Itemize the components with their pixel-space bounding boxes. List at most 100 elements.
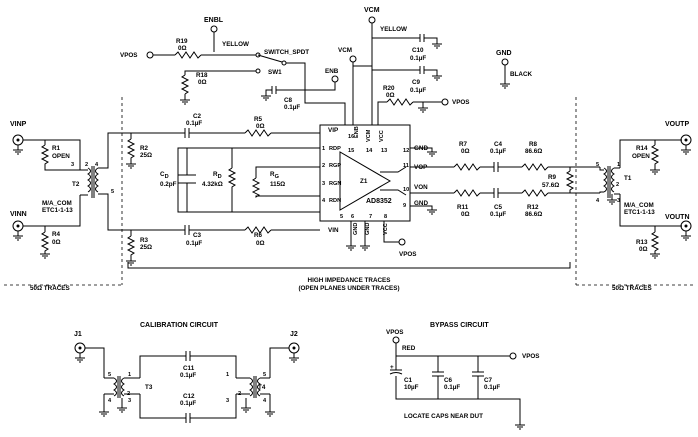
c4-label: C4 [494, 141, 503, 148]
svg-text:10: 10 [403, 187, 409, 193]
c8-ground [261, 89, 272, 101]
bypass-vpos-output-label: VPOS [522, 353, 540, 360]
c5-capacitor [493, 188, 499, 198]
enable-control-section: ENBL YELLOW VPOS R19 0Ω SWITCH_SPDT SW1 … [120, 17, 346, 125]
c1-value: 10µF [404, 384, 419, 391]
c9-value: 0.1µF [410, 87, 426, 94]
r11-resistor [453, 189, 481, 197]
rg-value: 115Ω [270, 181, 285, 188]
vpos-supply-label-1: VPOS [120, 52, 138, 59]
svg-text:1: 1 [322, 146, 325, 152]
bypass-vpos-test-point [392, 336, 400, 344]
switch-spdt-label: SWITCH_SPDT [264, 49, 309, 56]
z1-label: Z1 [360, 178, 368, 185]
t2-manufacturer: M/A_COM [42, 200, 72, 207]
c10-ground [424, 37, 442, 49]
vpos-connector-2 [441, 98, 449, 106]
r5-label: R5 [254, 116, 263, 123]
t4-transformer: 1 3 2 5 4 T4 [226, 372, 270, 413]
svg-text:11: 11 [403, 163, 409, 169]
svg-text:13: 13 [381, 148, 387, 154]
r18-ground [180, 94, 190, 105]
t2-part-number: ETC1-1-13 [42, 207, 73, 214]
t2-label: T2 [72, 181, 80, 188]
ic-name: AD8352 [366, 198, 392, 205]
c4-value: 0.1µF [490, 148, 506, 155]
r18-value: 0Ω [198, 79, 207, 86]
c9-label: C9 [412, 79, 421, 86]
svg-text:5: 5 [263, 372, 266, 378]
rd-label: RD [213, 171, 222, 180]
r20-value: 0Ω [386, 92, 395, 99]
pin-von-label: VON [414, 184, 428, 191]
svg-text:3: 3 [226, 398, 229, 404]
t2-transformer: 3 2 4 5 T2 M/A_COM ETC1-1-13 [42, 132, 115, 231]
svg-text:5: 5 [340, 214, 343, 220]
svg-text:3: 3 [71, 162, 74, 168]
output-network-section: R7 0Ω R11 0Ω C4 0.1µF C5 0.1µF R8 86.6Ω … [410, 97, 694, 292]
pin-rdp-label: RDP [329, 146, 341, 152]
svg-text:16: 16 [348, 134, 354, 140]
t1-manufacturer: M/A_COM [624, 202, 654, 209]
pin-vcc-label: VCC [379, 130, 385, 142]
rg-resistor [251, 177, 320, 198]
pin-enb-label: ENB [354, 126, 360, 138]
r14-value: OPEN [632, 153, 650, 160]
r19-value: 0Ω [178, 45, 187, 52]
vcm-yellow-label: YELLOW [380, 26, 407, 33]
bypass-vpos-output-connector [509, 352, 517, 360]
input-network-section: VINP R1 OPEN VINN R4 0Ω 3 2 4 5 T2 M/A_C… [4, 97, 320, 292]
t1-part-number: ETC1-1-13 [624, 209, 655, 216]
r13-value: 0Ω [639, 246, 648, 253]
r7-resistor [453, 163, 481, 171]
svg-text:+: + [390, 364, 394, 371]
r18-resistor [180, 74, 190, 95]
svg-text:3: 3 [128, 398, 131, 404]
gnd-connector-label: GND [496, 50, 512, 57]
bypass-circuit: BYPASS CIRCUIT VPOS RED + C1 10µF C6 0.1… [386, 322, 540, 430]
r1-value: OPEN [52, 153, 70, 160]
black-label: BLACK [510, 71, 532, 78]
svg-text:1: 1 [226, 372, 229, 378]
svg-text:4: 4 [95, 162, 99, 168]
sw1-label: SW1 [268, 69, 282, 76]
r5-value: 0Ω [256, 123, 265, 130]
c11-value: 0.1µF [180, 372, 196, 379]
r6-label: R6 [254, 232, 263, 239]
c6-value: 0.1µF [444, 384, 460, 391]
r8-label: R8 [529, 141, 538, 148]
c10-label: C10 [412, 47, 424, 54]
r3-value: 25Ω [140, 244, 152, 251]
pin-rgp-label: RGP [329, 163, 341, 169]
r1-label: R1 [52, 145, 61, 152]
pin-vcm-label: VCM [366, 129, 372, 142]
r20-ground [418, 102, 428, 113]
c2-value: 0.1µF [186, 120, 202, 127]
open-planes-label: (OPEN PLANES UNDER TRACES) [298, 285, 399, 292]
vcm-connector-label: VCM [338, 47, 352, 54]
pin-vip-label: VIP [328, 127, 338, 134]
vcm-section: VCM YELLOW C10 0.1µF VCM C9 0.1µF GND BL… [338, 7, 532, 125]
r9-label: R9 [548, 174, 557, 181]
high-impedance-bracket: HIGH IMPEDANCE TRACES (OPEN PLANES UNDER… [127, 262, 571, 292]
red-label: RED [402, 345, 416, 352]
j1-label: J1 [74, 331, 82, 338]
svg-text:15: 15 [348, 148, 354, 154]
cd-label: CD [160, 171, 169, 180]
r9-value: 57.6Ω [542, 182, 559, 189]
c3-capacitor [184, 225, 190, 235]
svg-text:2: 2 [238, 391, 241, 397]
c12-capacitor [185, 413, 191, 423]
r8-resistor [521, 163, 549, 171]
svg-text:3: 3 [322, 181, 325, 187]
r11-label: R11 [457, 204, 469, 211]
svg-text:9: 9 [403, 203, 406, 209]
c12-value: 0.1µF [180, 400, 196, 407]
r2-value: 25Ω [140, 152, 152, 159]
svg-text:2: 2 [127, 391, 130, 397]
c11-label: C11 [183, 365, 195, 372]
voutn-label: VOUTN [665, 214, 690, 221]
c8-label: C8 [284, 97, 293, 104]
vinp-label: VINP [10, 121, 27, 128]
